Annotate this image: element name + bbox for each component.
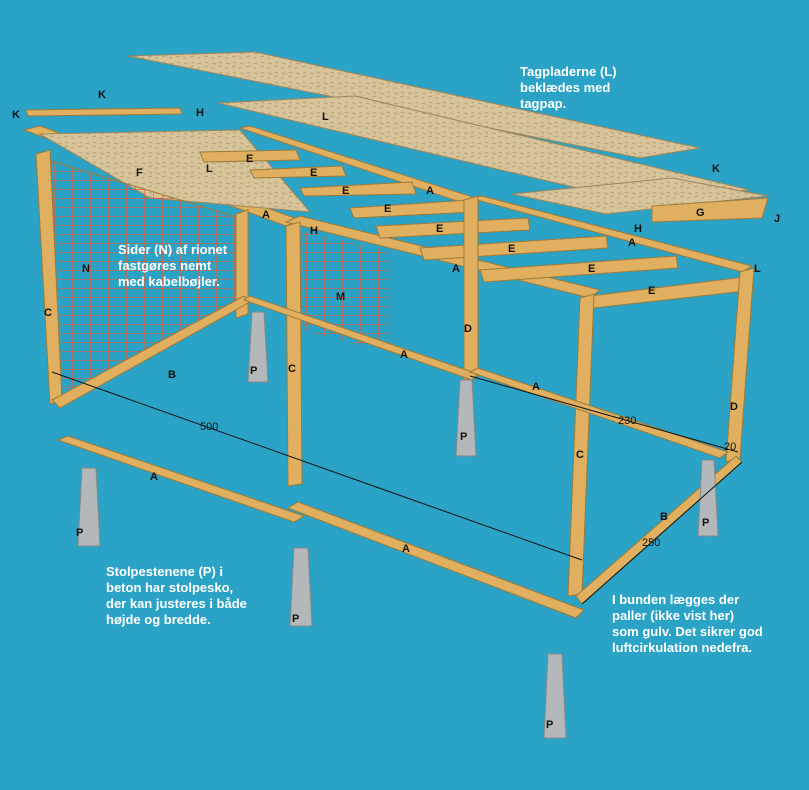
label-c-mid: C bbox=[288, 363, 296, 375]
dim-line-length bbox=[51, 371, 583, 561]
rafter-e4 bbox=[349, 199, 475, 219]
label-l-right: L bbox=[754, 263, 761, 275]
post-stone-p-6 bbox=[543, 653, 567, 739]
post-stone-p-4 bbox=[455, 379, 477, 457]
label-p-3: P bbox=[292, 613, 299, 625]
trim-strip-k-top bbox=[25, 107, 183, 117]
label-a-loose-1: A bbox=[150, 471, 158, 483]
label-e-5: E bbox=[436, 223, 443, 235]
label-a-loose-2: A bbox=[402, 543, 410, 555]
label-d-mid: D bbox=[464, 323, 472, 335]
fascia-board-g bbox=[651, 197, 769, 223]
label-g: G bbox=[696, 207, 705, 219]
label-p-1: P bbox=[76, 527, 83, 539]
label-p-2: P bbox=[250, 365, 257, 377]
dim-line-depth bbox=[469, 375, 739, 453]
post-back-left bbox=[235, 209, 249, 319]
note-floor: I bunden lægges der paller (ikke vist he… bbox=[612, 592, 763, 655]
label-a-roof-4: A bbox=[452, 263, 460, 275]
label-n: N bbox=[82, 263, 90, 275]
label-l-top: L bbox=[322, 111, 329, 123]
label-a-roof-2: A bbox=[262, 209, 270, 221]
label-d-right: D bbox=[730, 401, 738, 413]
label-e-2: E bbox=[310, 167, 317, 179]
roof-panel-right bbox=[511, 177, 769, 215]
loose-beam-a-left bbox=[56, 435, 306, 523]
roof-panel-on-frame bbox=[38, 129, 312, 213]
label-p-4: P bbox=[460, 431, 467, 443]
label-l-frame: L bbox=[206, 163, 213, 175]
roof-panel-middle bbox=[217, 95, 751, 201]
label-k-left: K bbox=[12, 109, 20, 121]
label-e-8: E bbox=[648, 285, 655, 297]
dim-width: 250 bbox=[642, 537, 660, 549]
label-a-bottom-1: A bbox=[400, 349, 408, 361]
label-f: F bbox=[136, 167, 143, 179]
label-h-right: H bbox=[634, 223, 642, 235]
post-d-back-mid bbox=[463, 195, 479, 381]
rafter-e1 bbox=[199, 149, 301, 163]
post-stone-p-3 bbox=[289, 547, 313, 627]
label-p-6: P bbox=[546, 719, 553, 731]
label-e-3: E bbox=[342, 185, 349, 197]
label-b-right: B bbox=[660, 511, 668, 523]
post-c-front-mid bbox=[285, 221, 303, 487]
label-b-left: B bbox=[168, 369, 176, 381]
dim-line-width bbox=[581, 461, 743, 605]
label-h-left: H bbox=[196, 107, 204, 119]
note-roof: Tagpladerne (L) beklædes med tagpap. bbox=[520, 64, 617, 111]
post-c-front-right bbox=[567, 293, 595, 597]
rafter-e5 bbox=[375, 217, 531, 239]
label-m: M bbox=[336, 291, 345, 303]
label-e-4: E bbox=[384, 203, 391, 215]
rafter-e2 bbox=[249, 165, 347, 179]
label-k-right: K bbox=[712, 163, 720, 175]
label-a-roof-1: A bbox=[426, 185, 434, 197]
label-a-roof-3: A bbox=[628, 237, 636, 249]
loose-beam-a-right bbox=[286, 501, 585, 619]
label-p-5: P bbox=[702, 517, 709, 529]
post-d-back-right bbox=[725, 267, 755, 463]
label-a-bottom-2: A bbox=[532, 381, 540, 393]
rafter-e7 bbox=[479, 255, 679, 283]
label-j: J bbox=[774, 213, 780, 225]
dim-depth: 230 bbox=[618, 415, 636, 427]
note-posts: Stolpestenene (P) i beton har stolpesko,… bbox=[106, 564, 247, 627]
post-stone-p-1 bbox=[77, 467, 101, 547]
rafter-e3 bbox=[299, 181, 417, 197]
dim-length: 500 bbox=[200, 421, 218, 433]
label-h-mid: H bbox=[310, 225, 318, 237]
post-stone-p-5 bbox=[697, 459, 719, 537]
label-e-6: E bbox=[508, 243, 515, 255]
dim-offset: 20 bbox=[724, 441, 736, 453]
label-e-1: E bbox=[246, 153, 253, 165]
rafter-e8 bbox=[589, 275, 755, 309]
label-k-strip: K bbox=[98, 89, 106, 101]
label-c-left: C bbox=[44, 307, 52, 319]
label-c-right: C bbox=[576, 449, 584, 461]
label-e-7: E bbox=[588, 263, 595, 275]
post-stone-p-2 bbox=[247, 311, 269, 383]
note-sides: Sider (N) af rionet fastgøres nemt med k… bbox=[118, 242, 228, 289]
